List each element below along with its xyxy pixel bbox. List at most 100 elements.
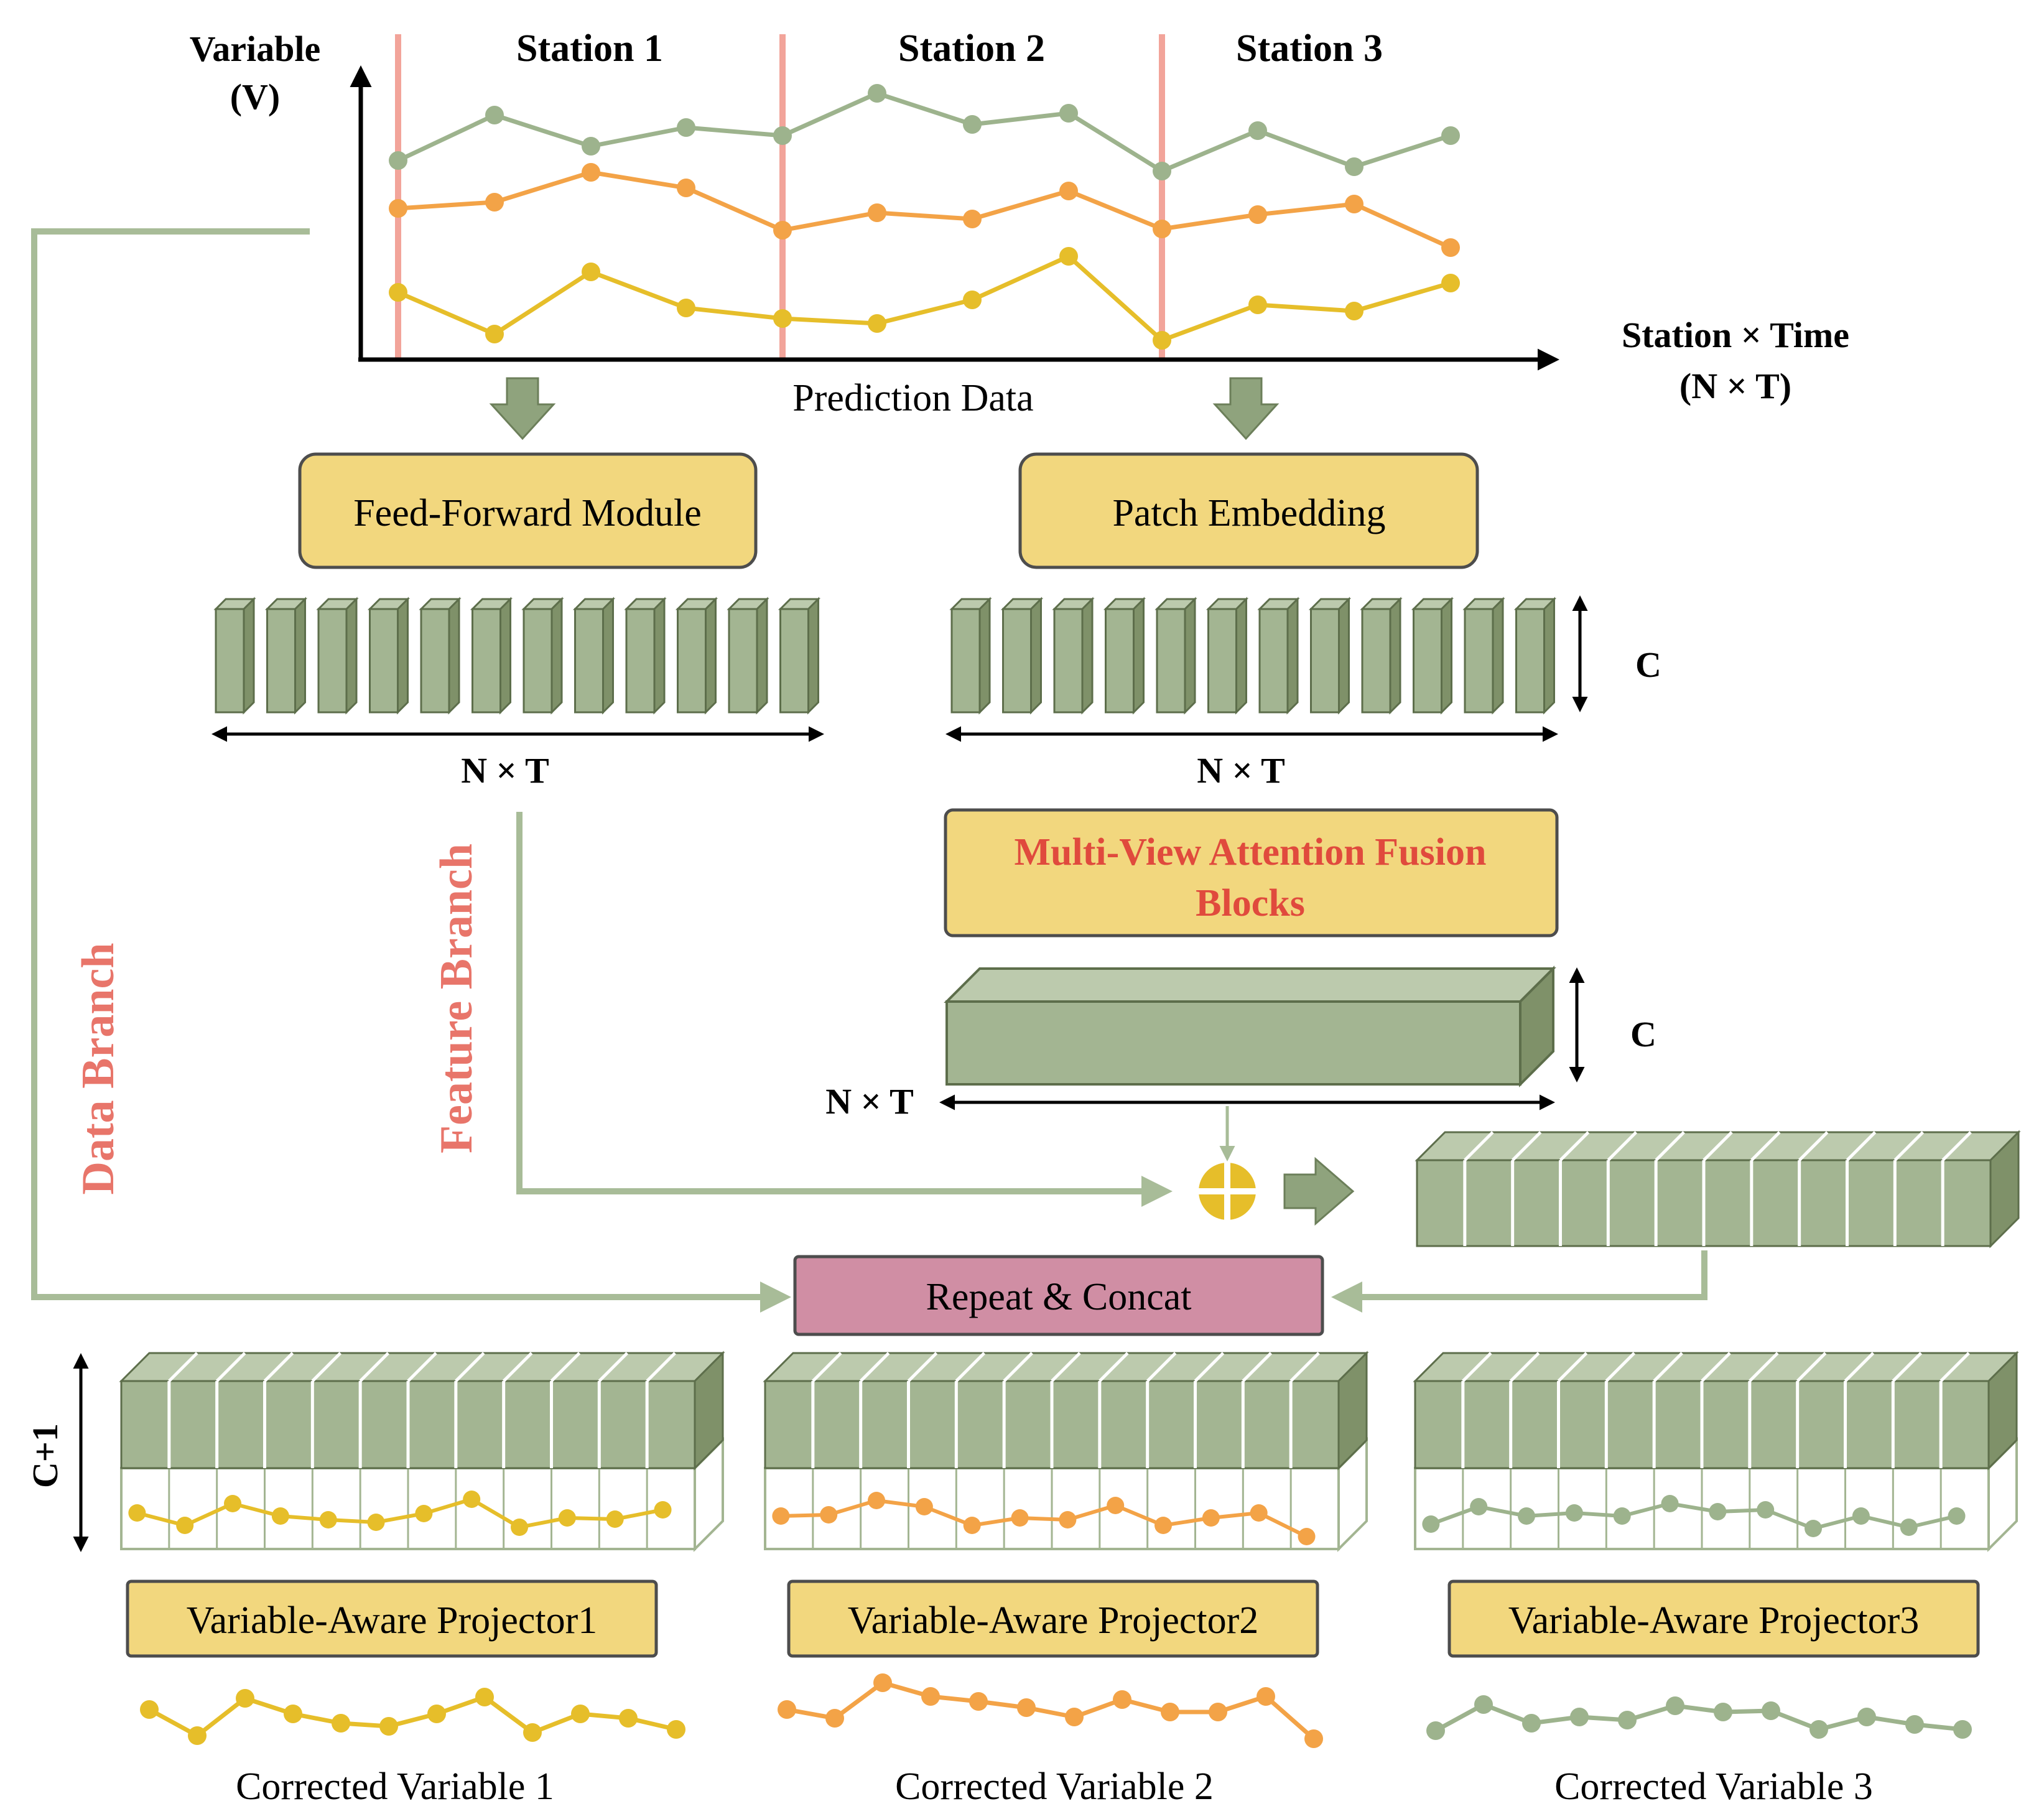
corrected-variable-label-3: Corrected Variable 3	[1554, 1766, 1873, 1808]
top-yellow-series-point-6	[868, 314, 886, 333]
top-orange-series-point-9	[1153, 220, 1171, 238]
corrected-series-3-point-3	[1522, 1714, 1541, 1733]
variable-group-2-series-point-8	[1107, 1497, 1125, 1514]
variable-group-1-series-point-3	[224, 1495, 242, 1512]
variable-group-3-feature-top-divider-10	[1892, 1352, 1923, 1382]
variable-group-2-feature-top-divider-8	[1146, 1352, 1177, 1382]
corrected-series-3-point-4	[1570, 1708, 1589, 1726]
variable-group-3-feature-top-divider-3	[1557, 1352, 1588, 1382]
corrected-series-1-point-5	[332, 1714, 350, 1733]
corrected-series-1-point-1	[140, 1700, 159, 1719]
concat-block-top-divider-9	[1846, 1131, 1877, 1161]
down-arrow-left	[489, 377, 556, 440]
attention-fusion-label-line2: Blocks	[1196, 882, 1305, 924]
variable-group-1-series-point-9	[511, 1519, 529, 1536]
corrected-series-1-point-9	[523, 1723, 542, 1742]
variable-group-2-feature-top-divider-2	[859, 1352, 890, 1382]
top-green-series-line	[397, 91, 1452, 174]
concat-block-top-divider-11	[1941, 1131, 1972, 1161]
variable-group-2-feature-top-divider-3	[907, 1352, 938, 1382]
variable-group-1-series-point-11	[606, 1510, 624, 1528]
corrected-series-1-point-4	[284, 1705, 302, 1723]
top-orange-series-point-11	[1345, 195, 1363, 213]
corrected-series-1-point-6	[379, 1717, 398, 1736]
ff-token-7	[521, 597, 564, 715]
ff-token-1	[213, 597, 256, 715]
variable-group-2-series-point-7	[1059, 1511, 1077, 1528]
top-green-series-point-10	[1248, 121, 1267, 140]
pe-token-1	[949, 597, 992, 715]
variable-group-1-series-point-1	[128, 1504, 146, 1522]
projector-box-2	[787, 1579, 1319, 1658]
pe-token-6	[1205, 597, 1249, 715]
top-yellow-series-point-2	[485, 325, 504, 343]
variable-group-3-feature-top-divider-11	[1939, 1352, 1970, 1382]
concat-block-top-divider-1	[1464, 1131, 1494, 1161]
projector-label-3: Variable-Aware Projector3	[1508, 1599, 1920, 1642]
pe-token-4	[1103, 597, 1146, 715]
corrected-series-3-point-12	[1953, 1720, 1972, 1739]
top-green-series-point-7	[963, 115, 982, 134]
prediction-data-caption: Prediction Data	[792, 377, 1033, 419]
variable-group-2-series-point-11	[1250, 1504, 1268, 1522]
variable-group-3-series-point-2	[1470, 1498, 1488, 1515]
corrected-series-3-point-9	[1809, 1720, 1828, 1739]
fused-feature-slab	[944, 965, 1556, 1087]
variable-group-1-series-point-2	[176, 1517, 194, 1534]
variable-group-1	[119, 1351, 725, 1552]
top-orange-series-point-4	[677, 179, 695, 197]
attention-fusion-label-line1: Multi-View Attention Fusion	[1015, 831, 1487, 873]
variable-group-1-series-point-5	[319, 1511, 337, 1528]
top-yellow-series-point-9	[1153, 331, 1171, 350]
top-green-series-point-11	[1345, 157, 1363, 176]
corrected-series-2-point-2	[825, 1709, 844, 1728]
station-label-1: Station 1	[516, 27, 663, 70]
feed-forward-module-box	[298, 452, 758, 569]
concatenated-token-block	[1415, 1130, 2021, 1249]
variable-group-2-series-point-5	[963, 1517, 981, 1534]
corrected-series-1-line	[148, 1695, 677, 1738]
corrected-series-3-point-8	[1762, 1701, 1780, 1720]
variable-group-1-feature-top-divider-2	[215, 1352, 246, 1382]
y-axis-label-line2: (V)	[230, 77, 281, 117]
station-label-3: Station 3	[1236, 27, 1383, 70]
variable-group-1-series-point-7	[415, 1505, 433, 1522]
data-branch-connector	[31, 228, 791, 1313]
corrected-series-2-point-11	[1257, 1687, 1275, 1706]
top-orange-series-point-5	[773, 221, 792, 240]
variable-group-3-series-point-1	[1422, 1515, 1440, 1533]
corrected-series-1-point-7	[427, 1705, 446, 1723]
projector-label-2: Variable-Aware Projector2	[848, 1599, 1259, 1642]
corrected-series-2-point-12	[1304, 1729, 1323, 1748]
variable-group-3-series-point-6	[1661, 1495, 1679, 1512]
variable-group-1-feature-top-divider-3	[263, 1352, 294, 1382]
top-orange-series-point-12	[1441, 238, 1460, 257]
top-green-series-point-1	[389, 151, 407, 170]
variable-group-3-feature-top-divider-4	[1605, 1352, 1636, 1382]
variable-group-1-series-point-6	[367, 1514, 385, 1531]
variable-group-1-series-point-8	[463, 1491, 481, 1508]
variable-group-1-feature-top-divider-1	[168, 1352, 198, 1382]
variable-group-3	[1413, 1351, 2019, 1552]
top-yellow-series-point-12	[1441, 274, 1460, 292]
corrected-series-3-point-1	[1426, 1721, 1445, 1740]
variable-group-2-series-point-1	[772, 1507, 790, 1525]
corrected-series-2-point-1	[778, 1700, 796, 1719]
variable-group-2-feature-top-divider-10	[1242, 1352, 1273, 1382]
variable-group-3-feature-top-divider-7	[1749, 1352, 1779, 1382]
corrected-variable-label-1: Corrected Variable 1	[236, 1766, 554, 1808]
ff-token-4	[367, 597, 411, 715]
ff-token-11	[727, 597, 769, 715]
corrected-series-3-point-6	[1666, 1696, 1684, 1715]
variable-group-1-feature-top-divider-6	[407, 1352, 437, 1382]
variable-group-1-series-point-10	[558, 1509, 576, 1527]
pe-token-9	[1360, 597, 1403, 715]
feed-forward-token-stack	[213, 597, 821, 715]
variable-group-3-series-point-11	[1900, 1519, 1918, 1536]
corrected-series-group	[140, 1673, 1972, 1748]
ff-token-8	[572, 597, 616, 715]
x-axis-label-line1: Station × Time	[1622, 315, 1849, 355]
patch-embedding-label: Patch Embedding	[1112, 492, 1385, 534]
corrected-series-2-point-10	[1209, 1703, 1227, 1721]
variable-group-3-series-point-8	[1757, 1501, 1775, 1519]
